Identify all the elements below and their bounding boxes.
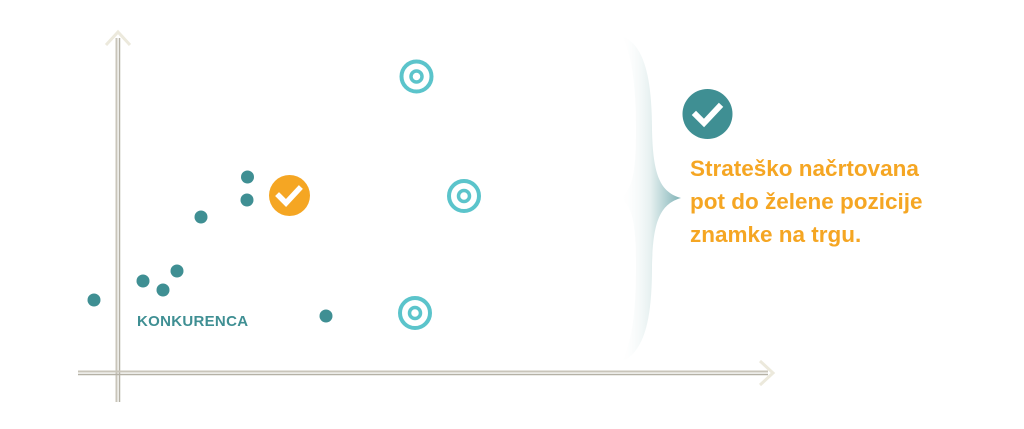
competition-label: KONKURENCA [137,313,249,330]
y-axis-arrowhead [104,29,132,47]
competitor-dot [87,293,101,307]
strategy-message: Strateško načrtovana pot do želene pozic… [690,152,923,251]
target-icon [447,179,481,213]
competitor-dot [240,193,254,207]
competitor-dot [319,309,333,323]
competitor-dot [194,210,208,224]
competitor-dot [241,170,254,184]
competitor-dot [136,274,150,288]
check-circle-icon [682,89,733,139]
curly-brace [620,36,681,362]
x-axis-arrowhead [758,359,776,387]
competitor-dots [87,170,333,323]
check-circle-icon [269,175,310,216]
x-axis [78,359,776,387]
competitor-dot [156,283,170,297]
message-line: pot do želene pozicije [690,189,923,214]
y-axis [104,29,132,402]
target-icon [399,59,434,94]
competitor-dot [170,264,184,278]
message-line: Strateško načrtovana [690,156,919,181]
message-line: znamke na trgu. [690,222,862,247]
target-icon [398,296,432,330]
